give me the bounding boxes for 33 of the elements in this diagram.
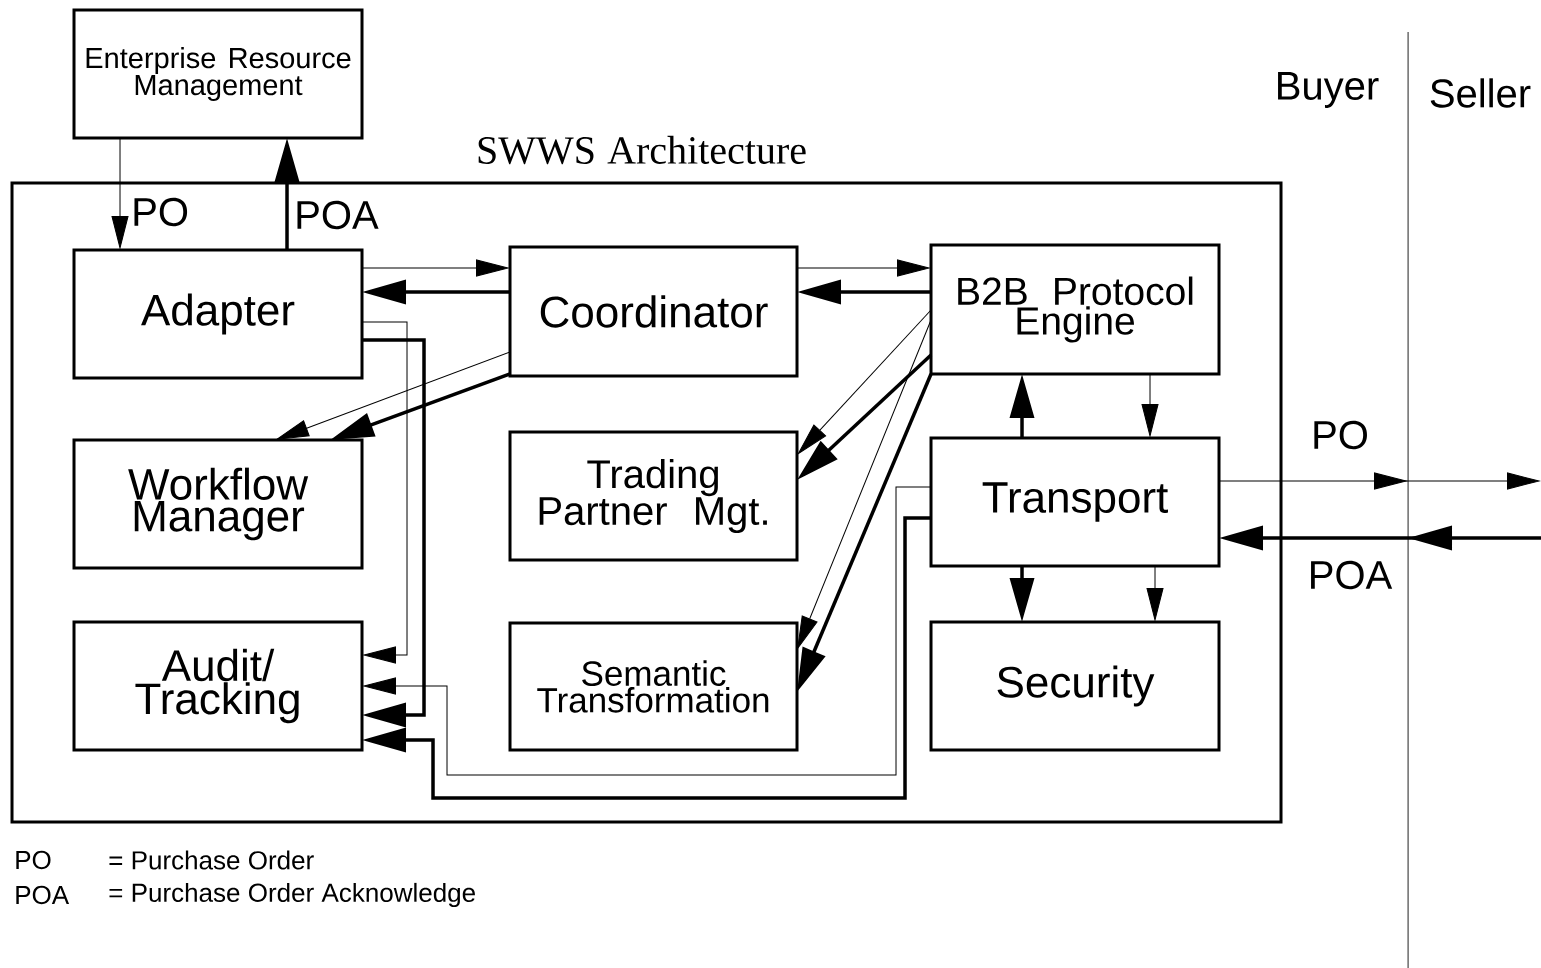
- column-heading: Seller: [1430, 78, 1531, 108]
- arrow: [796, 259, 930, 277]
- process-box: Semantic Transformation: [508, 621, 799, 752]
- process-box: Transport: [929, 436, 1221, 568]
- process-box: Enterprise Resource Management: [72, 8, 364, 140]
- process-box: Adapter: [72, 248, 364, 380]
- legend-text: = Purchase Order: [109, 850, 314, 870]
- legend-text: POA: [16, 885, 70, 905]
- process-box: Workflow Manager: [72, 438, 364, 570]
- arrow: [1141, 373, 1159, 437]
- column-heading: Buyer: [1278, 72, 1379, 108]
- arrow: [1218, 472, 1540, 490]
- process-box: Trading Partner Mgt.: [508, 430, 799, 562]
- edge-label: PO: [134, 197, 188, 227]
- edge-label: POA: [297, 200, 379, 230]
- frame-title: SWWS Architecture: [478, 135, 806, 165]
- arrow: [362, 338, 426, 728]
- arrow: [797, 309, 932, 454]
- legend-text: = Purchase Order Acknowledge: [109, 882, 475, 908]
- arrow: [361, 321, 408, 664]
- arrow: [111, 137, 129, 249]
- arrow: [276, 351, 511, 440]
- legend-text: PO: [16, 850, 51, 870]
- process-box: Audit/ Tracking: [72, 620, 364, 752]
- arrow: [1146, 565, 1164, 621]
- process-box: Security: [929, 620, 1221, 752]
- edge-label: POA: [1311, 560, 1393, 590]
- arrow: [363, 486, 932, 776]
- arrow: [797, 319, 932, 649]
- process-box: Coordinator: [508, 245, 799, 378]
- arrow: [361, 259, 509, 277]
- edge-label: PO: [1314, 420, 1367, 450]
- process-box: B2B Protocol Engine: [929, 243, 1221, 376]
